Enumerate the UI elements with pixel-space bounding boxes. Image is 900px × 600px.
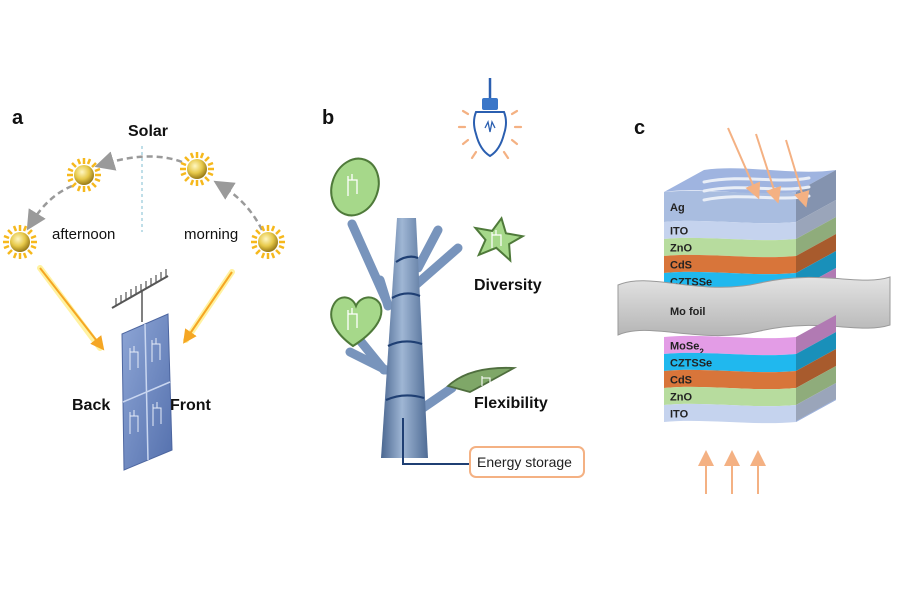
panel-a: a Solar: [3, 107, 285, 471]
panel-c: c AgITOZnOCdSCZTSSeMoSe2Mo foilMoSe2CZTS…: [617, 117, 891, 494]
layer-bottom-4: ITO: [664, 383, 836, 424]
energy-storage-wire: [402, 418, 470, 465]
leaf-oval: [330, 157, 380, 217]
afternoon-label: afternoon: [52, 226, 115, 243]
trunk-wire-spiral: [385, 255, 425, 402]
sun-icon: [3, 225, 37, 259]
solar-label: Solar: [128, 123, 168, 140]
panel-b-letter: b: [322, 107, 334, 129]
panel-b: b: [322, 78, 585, 478]
mo-foil-label: Mo foil: [670, 306, 705, 318]
incident-light-arrow-top: [727, 127, 761, 200]
stack-bottom-edge: [796, 399, 836, 422]
panel-a-letter: a: [12, 107, 24, 129]
layer-top-2: ZnO: [664, 217, 836, 258]
layer-bottom-2: CdS: [664, 349, 836, 390]
energy-storage-box: [469, 446, 585, 478]
layer-stack: AgITOZnOCdSCZTSSeMoSe2Mo foilMoSe2CZTSSe…: [617, 168, 891, 424]
layer-bottom-0-label: MoSe2: [670, 341, 704, 357]
layer-top-3: CdS: [664, 234, 836, 275]
light-arrows: [698, 127, 810, 494]
sun-path-arrow-left: [26, 184, 73, 231]
sunlight-ray-right: [183, 271, 233, 344]
morning-label: morning: [184, 226, 238, 243]
layer-bottom-3: ZnO: [664, 366, 836, 407]
back-label: Back: [72, 397, 110, 414]
sun-icon: [251, 225, 285, 259]
incident-light-arrow-top: [785, 139, 810, 208]
layer-bottom-2-label: CdS: [670, 375, 692, 387]
layer-top-1: ITO: [664, 200, 836, 241]
leaf-heart: [330, 296, 383, 348]
leaf-flexible: [446, 366, 518, 393]
layer-bottom-4-label: ITO: [670, 409, 689, 421]
front-label: Front: [170, 397, 212, 414]
layer-ag-label: Ag: [670, 202, 685, 214]
layer-bottom-1-label: CZTSSe: [670, 358, 712, 370]
panel-c-letter: c: [634, 117, 645, 139]
diversity-label: Diversity: [474, 277, 542, 294]
layer-bottom-3-label: ZnO: [670, 392, 692, 404]
sunlight-ray-left: [39, 267, 105, 351]
sun-path-arrow-top: [94, 151, 183, 171]
leaf-star: [472, 216, 526, 263]
layer-top-3-label: CdS: [670, 260, 692, 272]
mo-foil: Mo foil: [617, 276, 891, 337]
flexibility-label: Flexibility: [474, 395, 548, 412]
layer-bottom-1: CZTSSe: [664, 332, 836, 373]
bifacial-solar-panel: [121, 313, 173, 471]
layer-top-2-label: ZnO: [670, 243, 692, 255]
layer-top-1-label: ITO: [670, 226, 689, 238]
incident-light-arrow-top: [755, 133, 782, 204]
sun-path-arrow-right: [213, 180, 264, 231]
sun-icon: [67, 158, 101, 192]
layer-bottom-0: MoSe2: [664, 315, 836, 356]
panel-mount-bar: [111, 269, 169, 322]
light-bulb-icon: [457, 78, 523, 160]
energy-storage-label: Energy storage: [477, 454, 572, 470]
sun-icon: [180, 152, 214, 186]
